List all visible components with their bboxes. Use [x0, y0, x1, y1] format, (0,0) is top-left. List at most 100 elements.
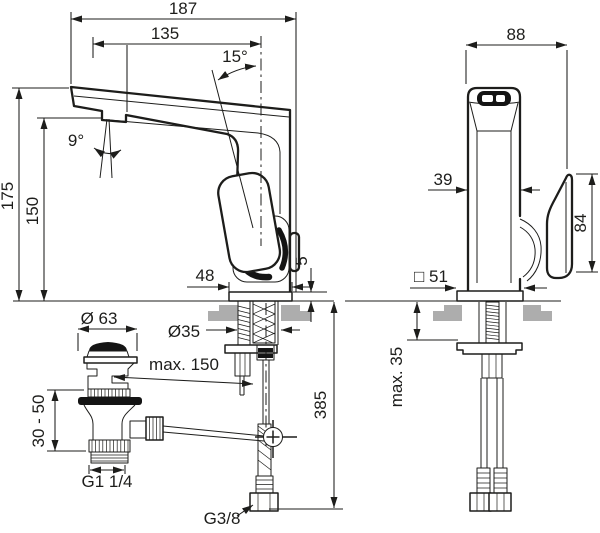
dim-clamping-range-label: 30 - 50	[29, 395, 48, 448]
base-plate-front	[456, 290, 524, 302]
valve-lower-knurl	[88, 439, 131, 453]
hose-nipple-band	[258, 354, 273, 358]
dim-base-square-label: □ 51	[414, 267, 448, 286]
popup-button-top	[89, 342, 127, 351]
dim-base-plate-height-label: 5	[292, 256, 311, 265]
dim-clamping-range: 30 - 50	[29, 389, 86, 452]
dim-spout-height-label: 150	[23, 197, 42, 225]
dim-handle-height-label: 84	[571, 214, 590, 233]
dim-pullrod-reach-label: max. 150	[149, 355, 219, 374]
rod-knurled-nut	[145, 416, 164, 441]
front-hose-nut-left	[469, 492, 492, 512]
dim-spout-reach: 135	[92, 24, 261, 112]
front-collar-ribs	[477, 472, 507, 489]
dim-waste-thread-label: G1 1/4	[81, 472, 132, 491]
front-shank-assembly	[456, 301, 523, 512]
handle-shadow-right	[276, 227, 289, 271]
aerator-slot-highlight	[482, 95, 493, 102]
dim-body-width-label: 39	[434, 170, 453, 189]
popup-plate	[83, 356, 138, 364]
front-shank-tube	[478, 302, 507, 343]
linkage-rod	[162, 425, 265, 442]
dim-overall-height-label: 175	[0, 182, 17, 210]
dim-overall-depth: 88	[465, 25, 568, 169]
front-spout-bezel	[469, 102, 519, 132]
valve-seal-ring	[78, 397, 142, 405]
valve-knurl-hatch	[90, 389, 127, 397]
front-face-edges	[476, 131, 512, 283]
popup-button-skirt	[86, 350, 130, 358]
hose-nut-facets	[257, 493, 271, 511]
dim-base-depth-label: 48	[196, 266, 215, 285]
dim-spout-tilt-label: 15°	[222, 47, 248, 66]
dim-stream-angle: 9°	[68, 118, 122, 179]
valve-cup-body	[83, 404, 136, 440]
hose-nut	[249, 492, 279, 512]
dim-base-square: □ 51	[410, 267, 547, 292]
dim-overall-depth-label: 88	[507, 25, 526, 44]
handle-pin-tab	[288, 231, 301, 273]
deck-section-left-a	[208, 305, 238, 321]
shank-crosshatch	[252, 303, 276, 344]
deck-section-left-b	[281, 305, 311, 321]
dim-hose-length-label: 385	[311, 391, 330, 419]
dim-spout-tilt-angle: 15°	[217, 47, 257, 81]
front-manifold-facets	[488, 354, 497, 378]
side-shank-assembly	[224, 300, 279, 512]
dim-overall-reach: 187	[70, 0, 297, 292]
deck-section-right-b	[523, 305, 552, 321]
valve-lower-knurl-hatch	[91, 440, 129, 452]
deck-section-right-a	[433, 305, 462, 321]
dim-waste-thread: G1 1/4	[81, 465, 133, 491]
handle-socket	[519, 218, 542, 282]
valve-neck-left	[86, 363, 98, 389]
spout-seam	[73, 95, 290, 118]
shank-section	[252, 300, 276, 344]
valve-neck-right-rod-slot	[111, 362, 135, 389]
aerator-slot	[477, 91, 511, 106]
front-hose-collar-left	[476, 467, 491, 494]
lever-handle-side	[217, 171, 282, 274]
dim-deck-thickness: max. 35	[387, 302, 458, 407]
front-nut-facets	[476, 493, 505, 511]
front-faucet-body	[456, 86, 574, 302]
dim-handle-height: 84	[571, 173, 598, 273]
front-hose-collar-right	[493, 467, 508, 494]
dim-hose-thread: G3/8	[204, 504, 254, 528]
waste-valve	[78, 342, 297, 464]
handle-tilt-reference-line	[211, 69, 254, 229]
front-hose-nut-right	[488, 492, 512, 512]
front-view	[456, 86, 574, 512]
dim-stream-angle-label: 9°	[68, 131, 84, 150]
supply-hose-upper	[262, 360, 270, 424]
dim-body-width: 39	[428, 170, 540, 194]
linkage-joint-screw	[266, 430, 280, 444]
dim-spout-height: 150	[23, 117, 103, 301]
front-supply-hoses	[480, 378, 504, 468]
base-plate-side	[228, 291, 293, 302]
shank-thread-hatch	[237, 305, 251, 341]
dim-pullrod-reach: max. 150	[113, 355, 254, 387]
dim-shank-hole: Ø35	[168, 322, 300, 341]
hose-nipple	[256, 344, 275, 361]
front-mounting-flange	[456, 342, 523, 355]
hose-nipple-band	[258, 348, 273, 352]
spout-outline	[69, 85, 292, 294]
dim-hose-thread-label: G3/8	[204, 509, 241, 528]
pullrod-guide-facets	[239, 353, 246, 376]
rod-port	[129, 420, 147, 439]
dim-plug-diameter: Ø 63	[77, 309, 138, 351]
lever-handle-front	[545, 173, 574, 280]
front-stud-threads	[485, 304, 500, 340]
valve-thread	[90, 451, 129, 464]
body-inner-contour	[108, 119, 281, 214]
dim-deck-thickness-label: max. 35	[387, 347, 406, 407]
side-faucet-body	[69, 36, 301, 302]
dim-hose-length: 385	[269, 302, 343, 510]
dim-overall-height: 175	[0, 87, 69, 301]
aerator-slot-highlight	[496, 95, 505, 102]
dim-overall-reach-label: 187	[169, 0, 197, 18]
dim-shank-hole-label: Ø35	[168, 322, 200, 341]
